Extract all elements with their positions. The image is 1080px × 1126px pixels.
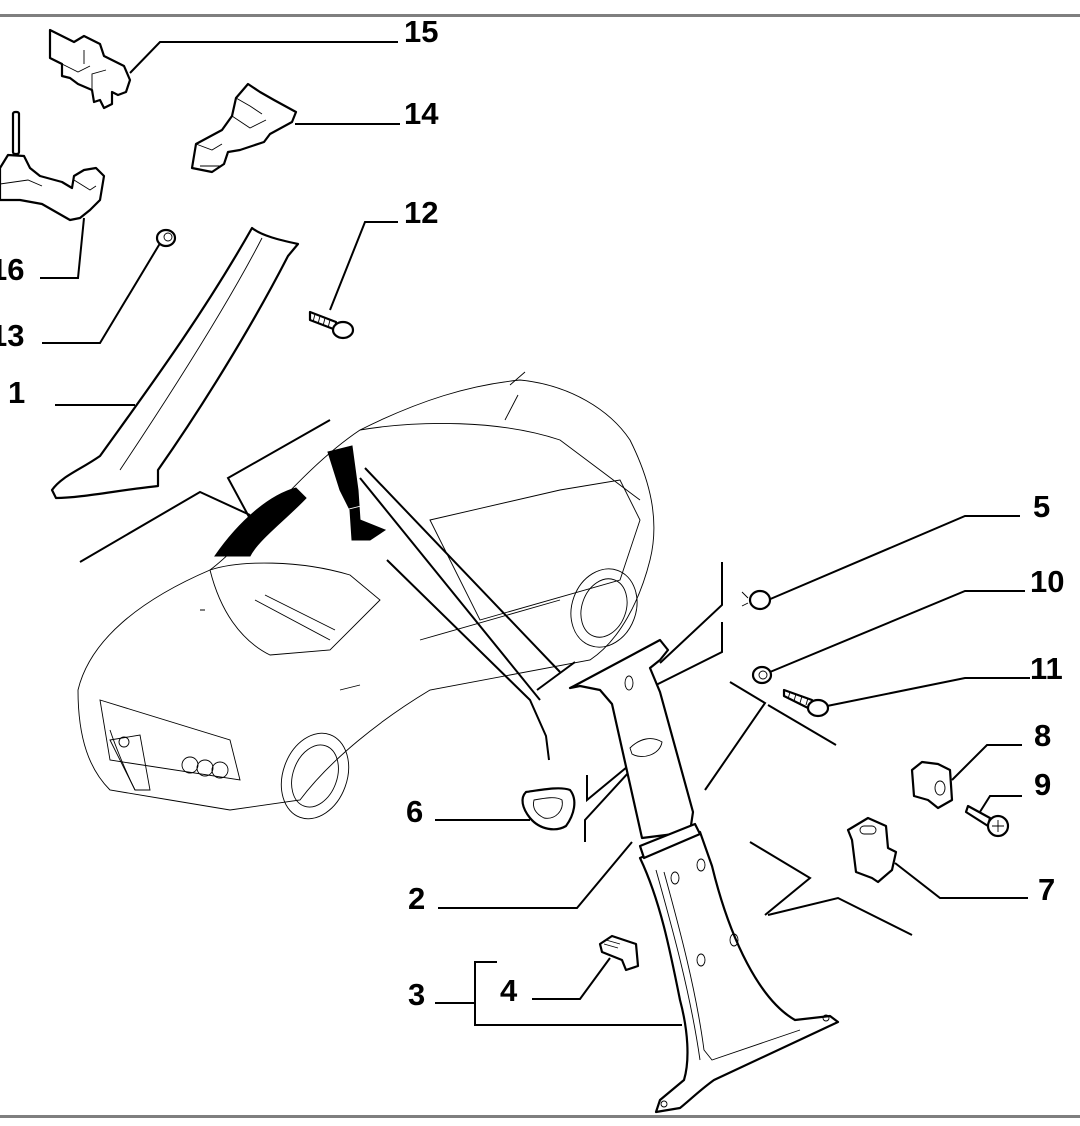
leader-3 xyxy=(435,961,497,1004)
callout-2[interactable]: 2 xyxy=(408,881,426,916)
callout-7[interactable]: 7 xyxy=(1038,872,1056,907)
callout-16[interactable]: 16 xyxy=(0,252,25,287)
callout-9[interactable]: 9 xyxy=(1034,767,1052,802)
leader-lines xyxy=(40,41,1030,1026)
callout-10[interactable]: 10 xyxy=(1030,564,1065,599)
highlighted-b-pillar xyxy=(327,445,387,541)
part-12-screw xyxy=(308,310,355,340)
detail-frame-lines xyxy=(79,419,913,936)
part-11-screw xyxy=(782,688,830,718)
top-border-rule xyxy=(0,14,1080,17)
leader-4 xyxy=(532,957,611,1000)
part-3-b-pillar-lower xyxy=(638,822,840,1114)
callout-3[interactable]: 3 xyxy=(408,977,426,1012)
callout-1[interactable]: 1 xyxy=(8,375,26,410)
leader-7 xyxy=(894,862,1028,899)
part-1-a-pillar-trim xyxy=(50,226,300,500)
callout-4[interactable]: 4 xyxy=(500,973,518,1008)
highlighted-a-pillar xyxy=(214,487,307,557)
callout-14[interactable]: 14 xyxy=(404,96,439,131)
callout-12[interactable]: 12 xyxy=(404,195,439,230)
part-13-nut xyxy=(155,228,177,248)
part-14-clip xyxy=(190,82,298,174)
leader-5 xyxy=(767,515,1020,601)
part-6-grommet xyxy=(521,787,576,831)
callout-6[interactable]: 6 xyxy=(406,794,424,829)
part-9-screw xyxy=(964,804,1010,838)
part-8-bracket-clip xyxy=(910,760,954,810)
leader-16 xyxy=(40,217,85,279)
callout-13[interactable]: 13 xyxy=(0,318,25,353)
callout-15[interactable]: 15 xyxy=(404,14,439,49)
part-15-clip xyxy=(48,28,132,110)
leader-15 xyxy=(129,41,398,74)
part-2-b-pillar-upper xyxy=(568,638,695,840)
leader-8 xyxy=(951,744,1022,781)
leader-10 xyxy=(769,590,1025,673)
callout-11[interactable]: 11 xyxy=(1030,651,1063,686)
leader-11 xyxy=(826,677,1030,707)
vehicle-outline xyxy=(77,371,655,820)
leader-9 xyxy=(977,795,1022,816)
part-4-insert xyxy=(598,934,640,972)
leader-2 xyxy=(438,841,633,909)
leader-13 xyxy=(42,239,163,344)
part-7-retaining-clip xyxy=(846,816,898,884)
part-5-clip xyxy=(741,589,772,611)
part-16-bracket xyxy=(0,110,106,222)
callout-5[interactable]: 5 xyxy=(1033,489,1051,524)
part-10-nut xyxy=(751,665,773,685)
leader-3-bracket xyxy=(474,1003,682,1026)
bottom-border-rule xyxy=(0,1115,1080,1118)
leader-12 xyxy=(329,221,398,311)
callout-8[interactable]: 8 xyxy=(1034,718,1052,753)
